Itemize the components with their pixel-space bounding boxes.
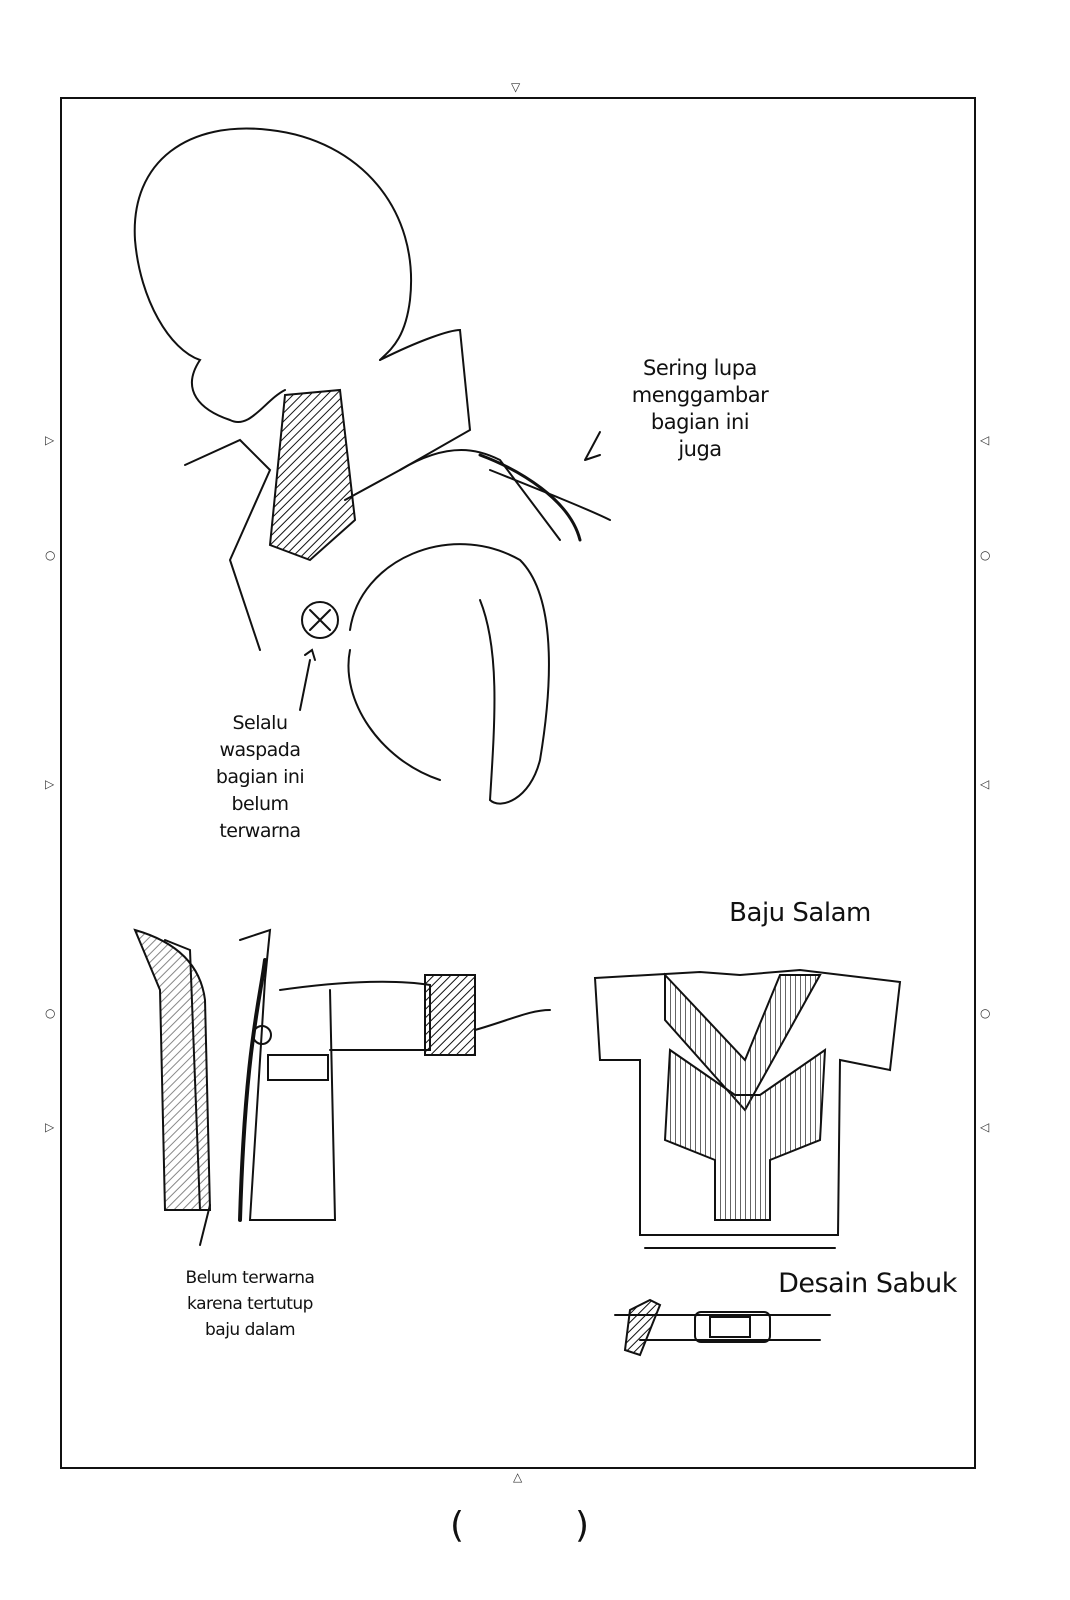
note-line: bagian ini [650,410,750,434]
collar-note: Sering lupa menggambar bagian ini juga [620,355,780,463]
head-sketch [133,127,413,423]
note-line: menggambar [631,383,769,407]
registration-mark-left: ▷ [45,777,55,791]
note-line: Selalu [232,712,289,734]
note-line: baju dalam [204,1320,296,1340]
panel-frame [60,97,976,1469]
page-number-close: ) [575,1505,590,1546]
button-note: Selalu waspada bagian ini belum terwarna [195,710,325,845]
note-line: terwarna [219,820,301,842]
registration-mark-left: ▷ [45,433,55,447]
note-line: juga [678,437,722,461]
jacket-note: Belum terwarna karena tertutup baju dala… [160,1265,340,1343]
registration-mark-right: ○ [980,1006,991,1020]
note-line: bagian ini [215,766,305,788]
registration-mark-right: ○ [980,548,991,562]
note-line: karena tertutup [187,1294,313,1314]
undershirt-sketch [593,968,902,1249]
note-line: Belum terwarna [185,1268,315,1288]
jacket-front-sketch [133,928,551,1246]
note-line: waspada [219,739,302,761]
note-line: belum [231,793,289,815]
note-line: Sering lupa [643,356,757,380]
registration-mark-right: ◁ [980,777,990,791]
registration-mark-right: ◁ [980,1120,990,1134]
registration-mark-right: ◁ [980,433,990,447]
belt-sketch [614,1298,831,1357]
page-number-open: ( [450,1505,465,1546]
undershirt-title: Baju Salam [729,898,871,928]
registration-mark-left: ○ [45,1006,56,1020]
registration-mark-bottom: △ [513,1470,523,1484]
registration-mark-left: ▷ [45,1120,55,1134]
button-icon [301,601,339,639]
registration-mark-top: ▽ [511,80,521,94]
jacket-collar-sketch [184,328,611,805]
registration-mark-left: ○ [45,548,56,562]
belt-title: Desain Sabuk [778,1268,957,1299]
